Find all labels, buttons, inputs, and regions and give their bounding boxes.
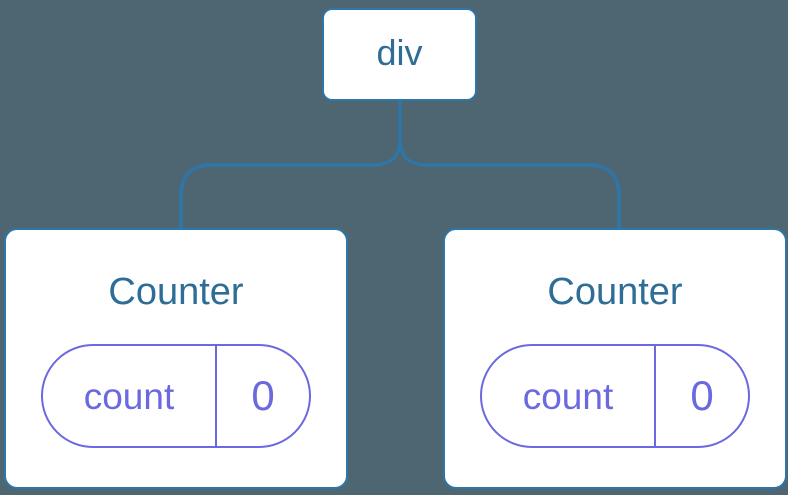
root-node-div: div [322,8,477,101]
connector-branch-left [179,99,402,230]
state-value-label: 0 [690,372,714,419]
state-value-cell: 0 [656,346,748,446]
state-pill: count 0 [41,344,311,448]
state-pill: count 0 [480,344,750,448]
state-key-label: count [83,375,175,417]
counter-title: Counter [108,271,244,313]
state-key-cell: count [43,346,217,446]
state-key-cell: count [482,346,656,446]
root-node-label: div [376,31,423,73]
state-key-label: count [522,375,614,417]
counter-card-left: Counter count 0 [4,228,348,489]
connector-branch-right [398,137,621,230]
state-value-cell: 0 [217,346,309,446]
counter-title: Counter [547,271,683,313]
state-value-label: 0 [251,372,275,419]
counter-card-right: Counter count 0 [443,228,787,489]
